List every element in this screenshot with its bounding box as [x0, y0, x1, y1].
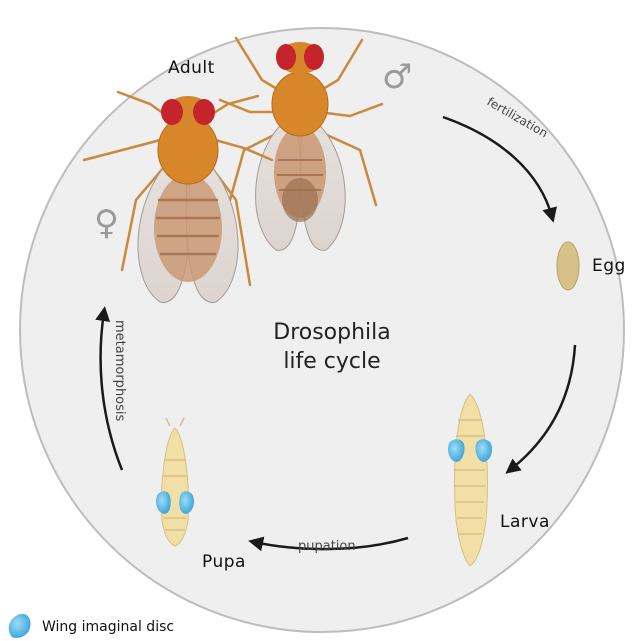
pupation-label: pupation	[298, 539, 356, 554]
male-symbol: ♂	[382, 60, 412, 94]
metamorphosis-label: metamorphosis	[112, 320, 127, 422]
title-line-2: life cycle	[212, 347, 452, 376]
diagram-title: Drosophila life cycle	[212, 318, 452, 376]
legend: Wing imaginal disc	[8, 614, 174, 640]
legend-label: Wing imaginal disc	[42, 619, 174, 635]
egg-label: Egg	[592, 256, 626, 276]
pupa-label: Pupa	[202, 552, 246, 572]
title-line-1: Drosophila	[212, 318, 452, 347]
adult-label: Adult	[168, 58, 215, 78]
egg-illustration	[557, 242, 579, 290]
female-symbol: ♀	[94, 206, 119, 240]
larva-label: Larva	[500, 512, 550, 532]
